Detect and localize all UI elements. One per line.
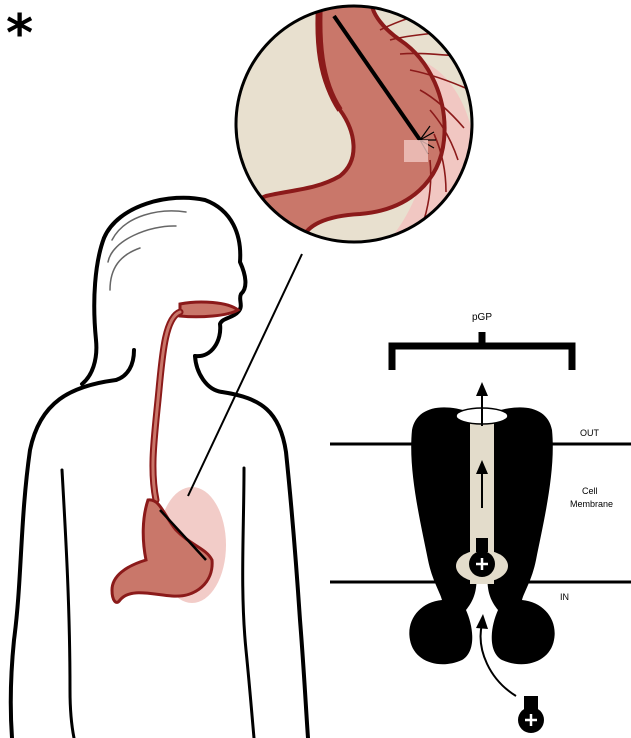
left-arm-inner	[62, 470, 74, 738]
biopsy-site	[404, 140, 428, 162]
pgp-label: pGP	[472, 312, 492, 323]
hair-strand-3	[110, 248, 140, 290]
mouth-cavity	[180, 302, 238, 317]
pgp-bracket	[392, 346, 572, 370]
head-outline	[104, 198, 245, 356]
drug-molecule-icon-free	[518, 696, 544, 733]
neck-front	[195, 356, 222, 392]
out-label: OUT	[580, 428, 600, 438]
membrane-label-line1: Cell	[582, 486, 598, 496]
pgp-diagram: pGP	[330, 312, 631, 733]
magnified-inset	[236, 0, 478, 250]
right-shoulder-arm	[222, 392, 308, 738]
human-figure	[11, 198, 308, 738]
body-digestive-tract	[112, 254, 302, 603]
membrane-label-line2: Membrane	[570, 499, 613, 509]
esophagus-core	[153, 312, 180, 500]
hair-back	[82, 238, 104, 384]
neck-back	[116, 350, 134, 380]
left-shoulder-arm	[11, 380, 116, 738]
in-label: IN	[560, 592, 569, 602]
right-arm-inner	[243, 468, 254, 738]
pgp-left-subunit	[409, 407, 476, 664]
pgp-right-subunit	[487, 407, 554, 664]
